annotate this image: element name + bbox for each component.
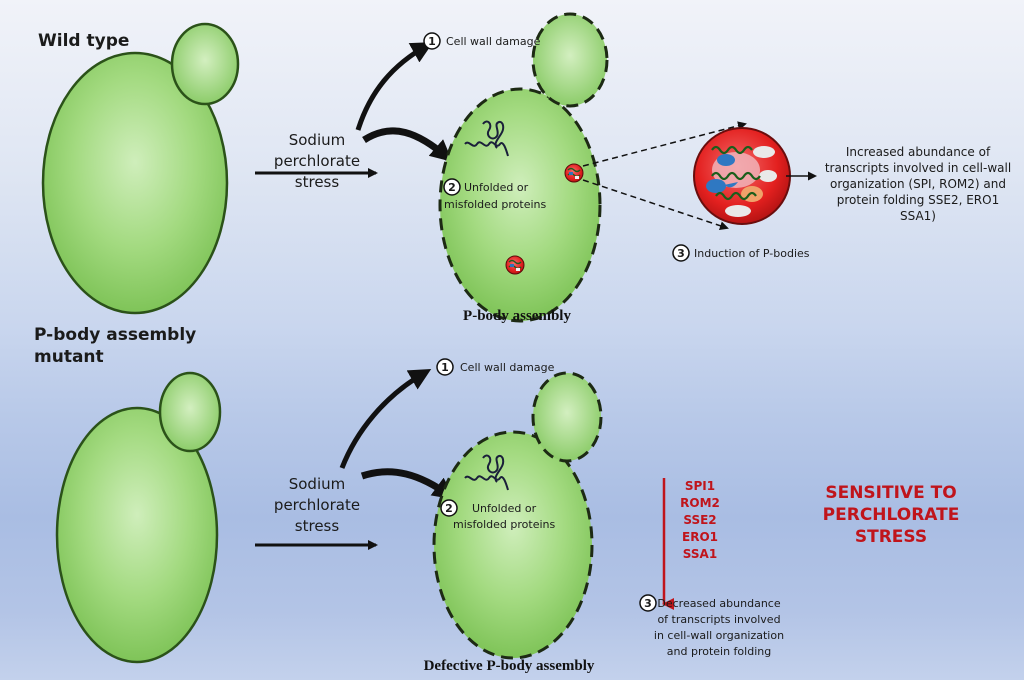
p-body-icon <box>564 163 584 183</box>
svg-text:Cell wall damage: Cell wall damage <box>460 361 555 374</box>
p-body-icon <box>505 255 525 275</box>
p-body-enlarged <box>693 127 791 225</box>
gene-label: ERO1 <box>682 530 718 544</box>
cell-wall-damage-arrow <box>355 42 434 131</box>
cell-bud <box>170 22 240 106</box>
unfolded-protein-arrow <box>360 468 455 500</box>
svg-text:2: 2 <box>448 181 456 194</box>
zoom-line <box>582 179 729 231</box>
unfolded-protein-arrow <box>362 127 453 162</box>
gene-label: SPI1 <box>685 479 715 493</box>
wild-type-cell <box>41 22 240 315</box>
cell-bud <box>531 12 609 108</box>
step-1-label: 1 Cell wall damage <box>436 358 555 376</box>
step-number-badge <box>436 358 454 376</box>
cell-bud <box>531 371 603 463</box>
svg-text:stress: stress <box>295 173 340 191</box>
stressed-cell <box>438 12 609 323</box>
svg-text:PERCHLORATE: PERCHLORATE <box>823 505 960 525</box>
svg-text:Cell wall damage: Cell wall damage <box>446 35 541 48</box>
step-1-label: 1 Cell wall damage <box>423 32 541 50</box>
step-3-label: 3 Decreased abundance of transcripts inv… <box>639 594 784 658</box>
panel-label-wild-type: Wild type <box>38 31 129 51</box>
step-number-badge <box>440 499 458 517</box>
gene-label: ROM2 <box>680 496 720 510</box>
svg-text:1: 1 <box>428 35 436 48</box>
step-number-badge <box>672 244 690 262</box>
svg-text:3: 3 <box>644 597 652 610</box>
stress-label: Sodium perchlorate stress <box>274 475 360 535</box>
cell-bud <box>158 371 222 453</box>
svg-text:3: 3 <box>677 247 685 260</box>
caption-p-body-assembly: P-body assembly <box>463 308 571 324</box>
svg-text:mutant: mutant <box>34 347 104 367</box>
step-3-label: 3 Induction of P-bodies <box>672 244 810 262</box>
svg-text:SENSITIVE TO: SENSITIVE TO <box>825 483 956 503</box>
svg-text:protein folding SSE2, ERO1: protein folding SSE2, ERO1 <box>837 193 999 207</box>
gene-label: SSA1 <box>683 547 717 561</box>
step-2-label: 2 Unfolded or misfolded proteins <box>440 499 555 531</box>
svg-text:transcripts involved in cell-w: transcripts involved in cell-wall <box>825 161 1011 175</box>
stress-label: Sodium perchlorate stress <box>274 131 360 191</box>
svg-text:stress: stress <box>295 517 340 535</box>
outcome-text: Increased abundance of transcripts invol… <box>825 145 1011 223</box>
svg-text:Induction of P-bodies: Induction of P-bodies <box>694 247 810 260</box>
phenotype-text: SENSITIVE TO PERCHLORATE STRESS <box>823 483 960 547</box>
svg-text:perchlorate: perchlorate <box>274 496 360 514</box>
zoom-line <box>582 121 747 167</box>
gene-label: SSE2 <box>683 513 716 527</box>
svg-text:and protein folding: and protein folding <box>667 645 771 658</box>
svg-text:1: 1 <box>441 361 449 374</box>
svg-text:Sodium: Sodium <box>289 475 346 493</box>
svg-text:in cell-wall organization: in cell-wall organization <box>654 629 784 642</box>
cell-wall-damage-arrow <box>339 369 432 469</box>
svg-text:misfolded proteins: misfolded proteins <box>453 518 555 531</box>
svg-text:Increased abundance of: Increased abundance of <box>846 145 991 159</box>
gene-list: SPI1 ROM2 SSE2 ERO1 SSA1 <box>680 479 720 561</box>
svg-text:Unfolded or: Unfolded or <box>464 181 529 194</box>
caption-defective-p-body-assembly: Defective P-body assembly <box>424 658 595 674</box>
panel-label-mutant: P-body assembly <box>34 325 196 345</box>
step-number-badge <box>639 594 657 612</box>
svg-text:Decreased abundance: Decreased abundance <box>657 597 780 610</box>
svg-text:STRESS: STRESS <box>855 527 927 547</box>
step-number-badge <box>423 32 441 50</box>
svg-text:2: 2 <box>445 502 453 515</box>
step-number-badge <box>443 178 461 196</box>
stressed-mutant-cell <box>432 371 603 660</box>
svg-text:perchlorate: perchlorate <box>274 152 360 170</box>
svg-text:organization (SPI, ROM2) and: organization (SPI, ROM2) and <box>830 177 1006 191</box>
svg-text:SSA1): SSA1) <box>900 209 936 223</box>
svg-text:misfolded proteins: misfolded proteins <box>444 198 546 211</box>
svg-text:of transcripts involved: of transcripts involved <box>657 613 780 626</box>
step-2-label: 2 Unfolded or misfolded proteins <box>443 178 546 211</box>
mutant-cell <box>55 371 222 664</box>
svg-text:Sodium: Sodium <box>289 131 346 149</box>
svg-text:Unfolded or: Unfolded or <box>472 502 537 515</box>
